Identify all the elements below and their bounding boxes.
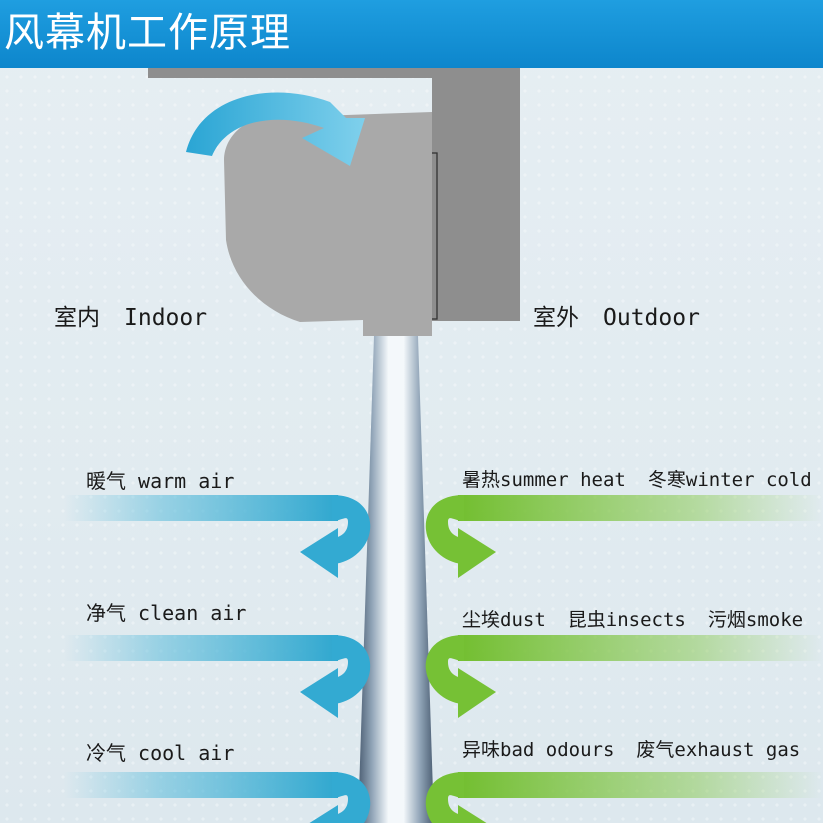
indoor-flow-zh: 净气 xyxy=(86,601,126,625)
ceiling-beam xyxy=(148,68,518,78)
indoor-flow-arrow-icon xyxy=(64,635,371,718)
outdoor-flow-en: insects xyxy=(605,609,686,631)
indoor-flow-label-2: 净气 clean air xyxy=(86,597,246,626)
outdoor-flow-zh: 污烟 xyxy=(707,609,746,631)
outdoor-flow-zh: 异味 xyxy=(462,739,501,761)
indoor-flow-en: clean air xyxy=(138,601,247,625)
outdoor-flow-en: smoke xyxy=(745,609,804,631)
outdoor-flow-en: summer heat xyxy=(500,469,626,491)
outdoor-flow-arrow-icon xyxy=(425,635,823,718)
outdoor-flow-en: winter cold xyxy=(685,469,812,491)
indoor-flow-label-3: 冷气 cool air xyxy=(86,737,234,766)
outdoor-flow-arrow-icon xyxy=(425,495,823,578)
indoor-flow-en: warm air xyxy=(138,469,235,493)
outdoor-flow-zh: 尘埃 xyxy=(462,609,501,631)
outdoor-flow-arrow-icon xyxy=(425,772,823,823)
outdoor-flow-zh: 废气 xyxy=(636,739,675,761)
indoor-label-zh: 室内 xyxy=(54,305,100,331)
outdoor-flow-label-1: 暑热summer heat 冬寒winter cold xyxy=(462,465,812,492)
air-curtain-stream xyxy=(358,336,434,823)
outdoor-label-en: Outdoor xyxy=(603,305,700,331)
outdoor-label: 室外 Outdoor xyxy=(533,298,700,332)
outdoor-flow-zh: 冬寒 xyxy=(647,469,686,491)
outdoor-label-zh: 室外 xyxy=(533,305,579,331)
indoor-flow-zh: 冷气 xyxy=(86,741,126,765)
outdoor-flow-zh: 昆虫 xyxy=(567,609,606,631)
indoor-flow-arrow-icon xyxy=(64,772,371,823)
air-curtain-machine xyxy=(224,112,432,336)
indoor-arrows-group xyxy=(64,495,371,823)
outdoor-flow-label-2: 尘埃dust 昆虫insects 污烟smoke xyxy=(462,605,803,632)
page-title: 风幕机工作原理 xyxy=(4,10,291,56)
outdoor-arrows-group xyxy=(425,495,823,823)
outdoor-flow-en: exhaust gas xyxy=(674,739,801,761)
wall xyxy=(432,68,520,321)
indoor-flow-arrow-icon xyxy=(64,495,371,578)
outdoor-flow-label-3: 异味bad odours 废气exhaust gas xyxy=(462,735,800,762)
outdoor-flow-en: dust xyxy=(500,609,546,631)
indoor-flow-en: cool air xyxy=(138,741,235,765)
indoor-label-en: Indoor xyxy=(124,305,208,331)
indoor-flow-zh: 暖气 xyxy=(86,469,126,493)
indoor-label: 室内 Indoor xyxy=(54,298,207,332)
header-bar: 风幕机工作原理 xyxy=(0,0,823,68)
outdoor-flow-zh: 暑热 xyxy=(462,469,501,491)
indoor-flow-label-1: 暖气 warm air xyxy=(86,465,234,494)
outdoor-flow-en: bad odours xyxy=(500,739,615,761)
intake-arrow-icon xyxy=(186,92,365,166)
